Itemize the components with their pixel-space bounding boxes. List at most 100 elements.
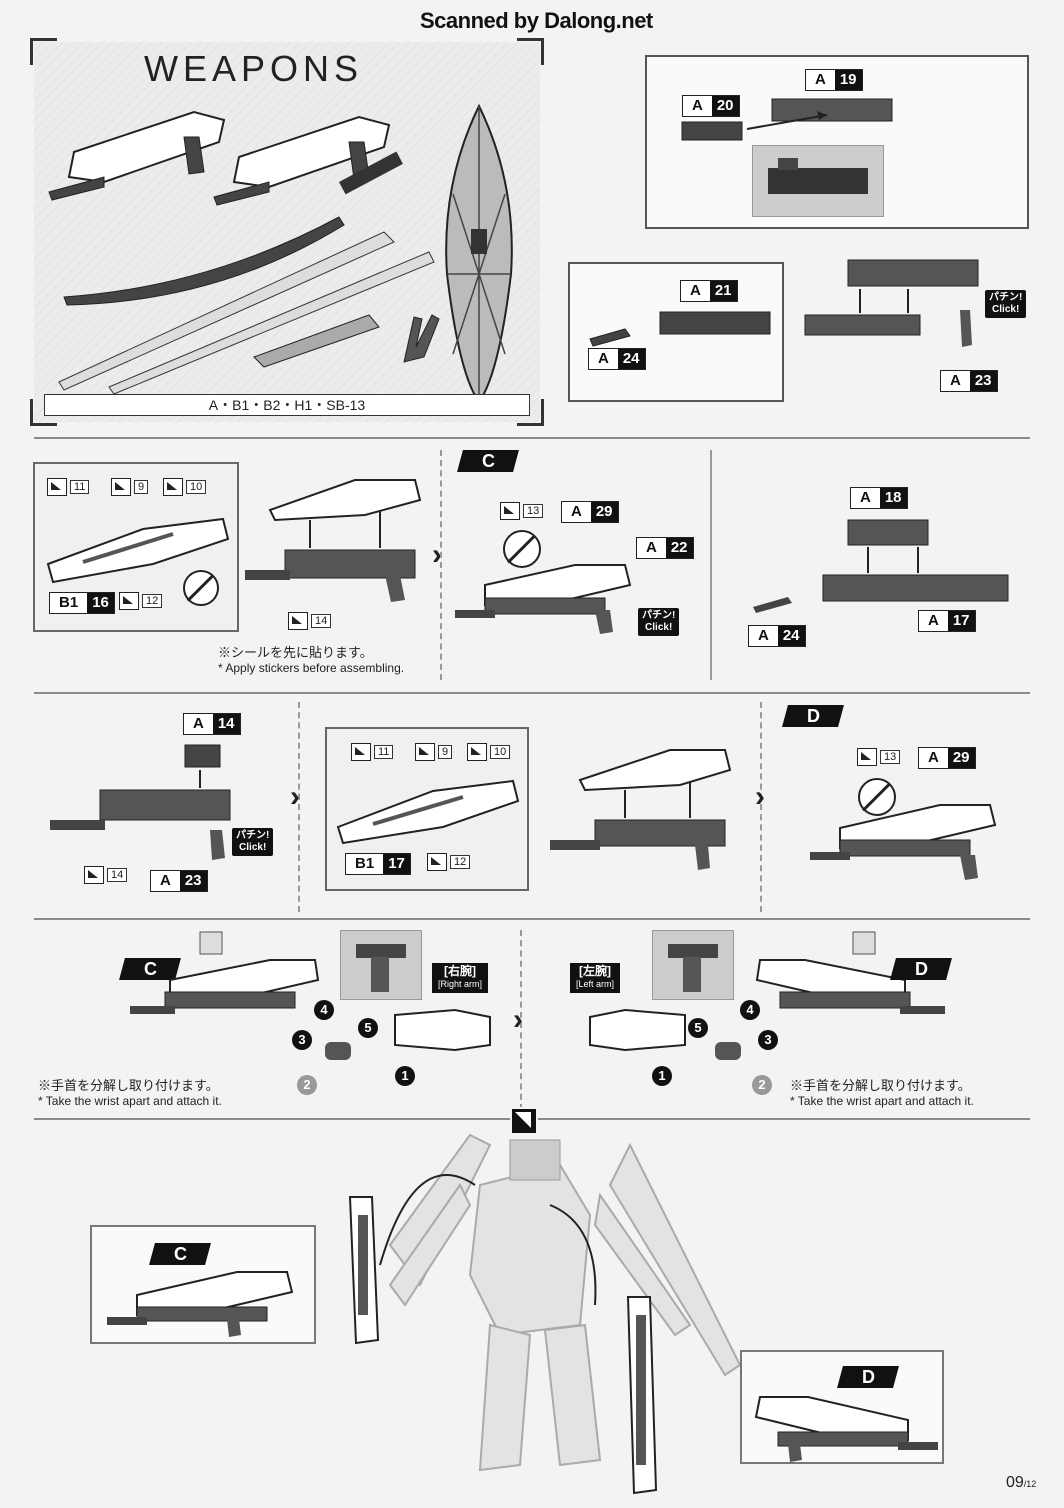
no-cut-icon-3 — [858, 778, 896, 816]
next-arrow-3: › — [755, 780, 765, 813]
step1-assembly — [804, 259, 979, 347]
right-arm-forearm — [394, 1008, 491, 1052]
saber-hilt-illustration — [253, 314, 380, 368]
step-num-2: 2 — [297, 1075, 317, 1095]
divider-v2 — [710, 450, 712, 680]
left-arm-rifle — [755, 931, 945, 1014]
sticker-10-b: 10 — [467, 743, 511, 761]
mount-arrows — [379, 1174, 597, 1306]
rifle-illustration — [48, 110, 226, 201]
step-num-4-b: 4 — [740, 1000, 760, 1020]
sticker-14-b: 14 — [84, 866, 128, 884]
wrist-part-icon-b — [715, 1042, 741, 1060]
divider-v4 — [760, 702, 762, 912]
step-num-2-b: 2 — [752, 1075, 772, 1095]
divider-3 — [34, 918, 1030, 920]
completion-icon — [510, 1107, 538, 1135]
divider-v3 — [298, 702, 300, 912]
step6-assembly — [550, 749, 732, 870]
right-arm-rifle — [130, 931, 320, 1014]
sticker-12: 12 — [119, 592, 163, 610]
shield-illustration — [445, 103, 513, 404]
tag-d-2: D — [890, 958, 952, 980]
weapons-title: WEAPONS — [144, 48, 364, 89]
divider-1 — [34, 437, 1030, 439]
step4-parts — [753, 519, 1009, 613]
click-badge-2: パチン!Click! — [638, 608, 680, 636]
rifle-illustration-2 — [213, 115, 391, 206]
sticker-11-b: 11 — [351, 743, 394, 761]
right-arm-label: [右腕][Right arm] — [432, 963, 489, 993]
sticker-13-b: 13 — [857, 748, 901, 766]
right-arm-detail — [340, 930, 422, 1000]
step7-rifle — [810, 804, 997, 880]
hand-part-illustration — [403, 314, 440, 363]
sticker-9: 9 — [111, 478, 149, 496]
step5-assembly — [50, 744, 231, 860]
scan-credit: Scanned by Dalong.net — [420, 8, 653, 33]
final-c-rifle — [107, 1271, 294, 1337]
robot-illustration — [388, 1133, 742, 1472]
sticker-14: 14 — [288, 612, 332, 630]
shield-mount-left — [348, 1196, 380, 1345]
tag-c-final: C — [149, 1243, 211, 1265]
sticker-10: 10 — [163, 478, 207, 496]
step-num-3: 3 — [292, 1030, 312, 1050]
click-badge: パチン!Click! — [985, 290, 1027, 318]
next-arrow-4: › — [513, 1003, 523, 1036]
divider-v5 — [520, 930, 522, 1110]
wrist-note-right: ※手首を分解し取り付けます。* Take the wrist apart and… — [790, 1078, 974, 1108]
runner-list: A・B1・B2・H1・SB-13 — [44, 394, 530, 416]
shield-mount-right — [626, 1296, 658, 1495]
a19-a20-parts — [681, 98, 893, 141]
next-arrow-2: › — [290, 780, 300, 813]
scabbard-illustration — [58, 231, 435, 395]
wrist-note-left: ※手首を分解し取り付けます。* Take the wrist apart and… — [38, 1078, 222, 1108]
step-num-1: 1 — [395, 1066, 415, 1086]
left-arm-forearm — [589, 1008, 686, 1052]
barrel-parts — [589, 311, 771, 347]
final-d-box: D — [740, 1350, 944, 1464]
left-arm-detail — [652, 930, 734, 1000]
step-num-1-b: 1 — [652, 1066, 672, 1086]
sticker-11: 11 — [47, 478, 90, 496]
step-num-3-b: 3 — [758, 1030, 778, 1050]
step-num-5-b: 5 — [688, 1018, 708, 1038]
step3-rifle — [455, 564, 632, 634]
no-cut-icon — [183, 570, 219, 606]
runner-list-text: A・B1・B2・H1・SB-13 — [208, 397, 366, 413]
next-arrow: › — [432, 538, 442, 571]
a19-closeup — [752, 145, 884, 217]
no-cut-icon-2 — [503, 530, 541, 568]
final-c-box: C — [90, 1225, 316, 1344]
left-arm-label: [左腕][Left arm] — [570, 963, 621, 993]
rifle-cover — [46, 517, 230, 584]
divider-2 — [34, 692, 1030, 694]
katana-illustration — [63, 151, 403, 306]
sticker-13: 13 — [500, 502, 544, 520]
step2-assembly — [245, 479, 422, 602]
wrist-part-icon — [325, 1042, 351, 1060]
divider-v1 — [440, 450, 442, 680]
step-num-5: 5 — [358, 1018, 378, 1038]
weapons-box: WEAPONS A・B1・B2・H1・SB-13 — [30, 38, 544, 426]
step-num-4: 4 — [314, 1000, 334, 1020]
sticker-9-b: 9 — [415, 743, 453, 761]
sticker-note: ※シールを先に貼ります。* Apply stickers before asse… — [218, 645, 405, 675]
rifle-cover-2 — [336, 779, 520, 845]
